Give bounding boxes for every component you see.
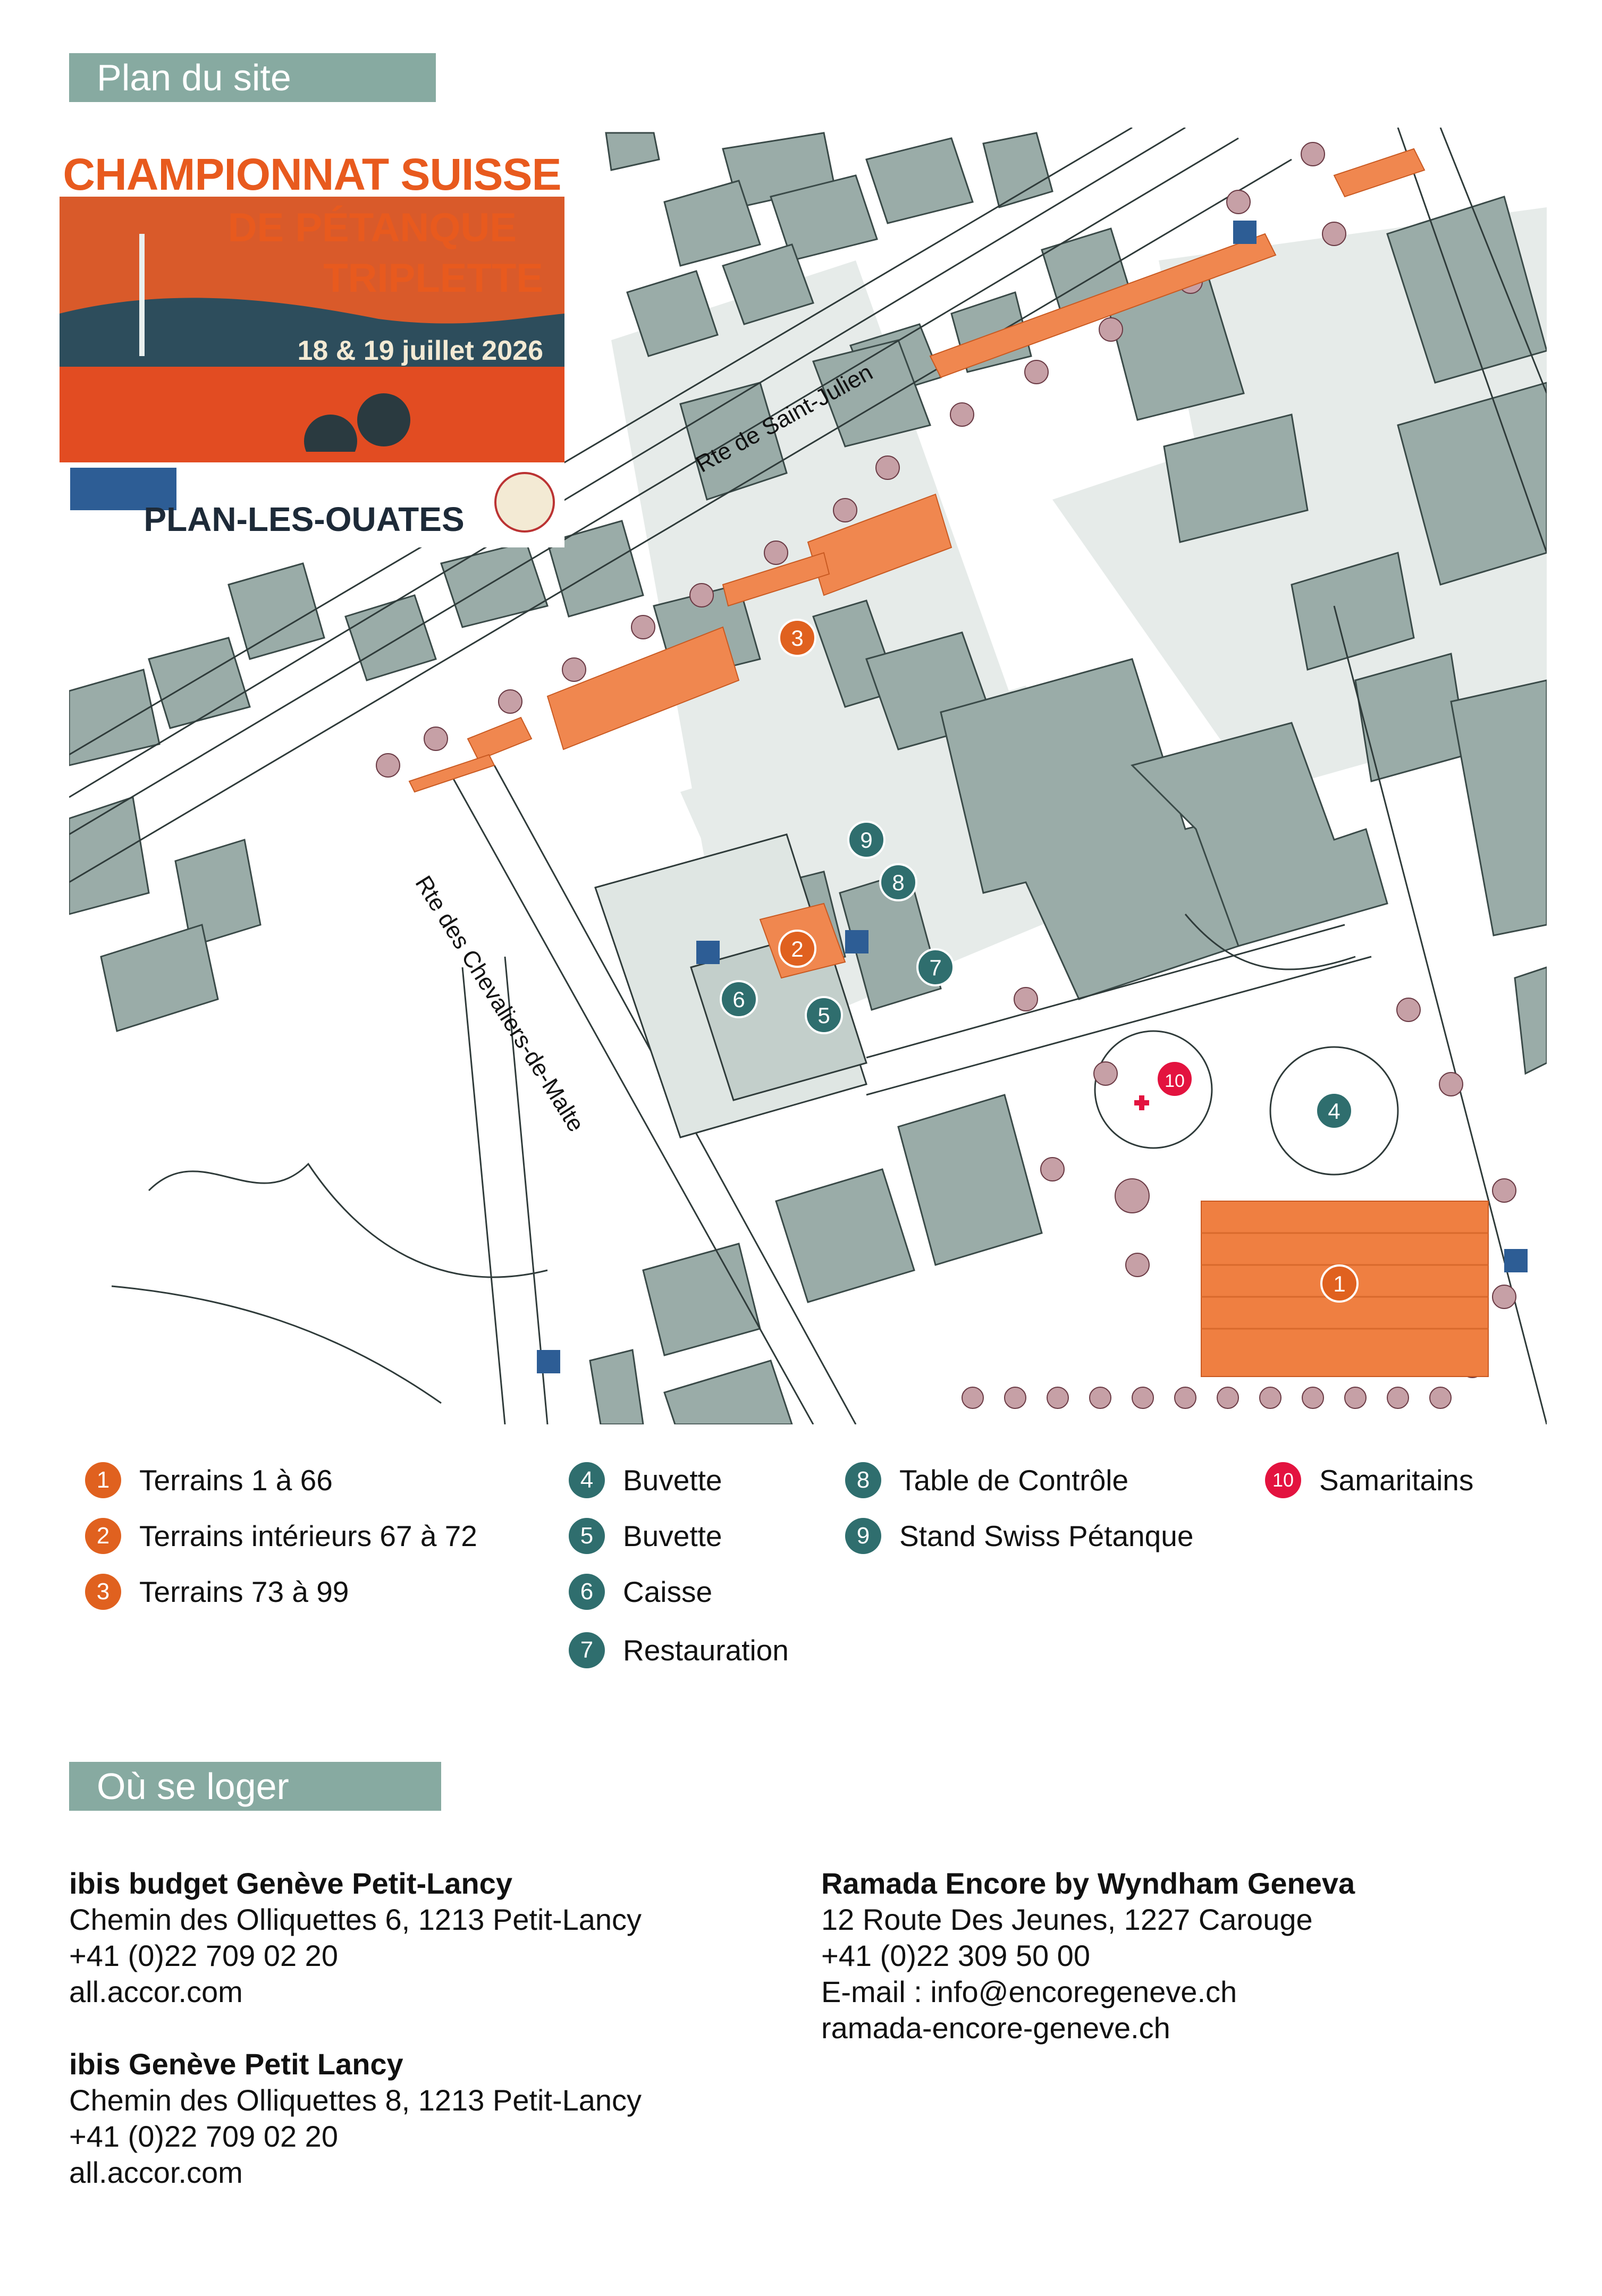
map-marker-circle [778, 930, 816, 968]
map-marker-number: 9 [860, 828, 872, 852]
map-marker-number: 8 [892, 870, 904, 895]
legend-label: Table de Contrôle [899, 1464, 1129, 1497]
legend-label: Buvette [623, 1520, 722, 1552]
legend-label: Buvette [623, 1464, 722, 1497]
legend-badge: 1 [85, 1462, 121, 1498]
hotel-name: ibis budget Genève Petit-Lancy [69, 1867, 512, 1900]
legend-item-5: 5 Buvette [569, 1512, 722, 1560]
poster-city: PLAN-LES-OUATES [144, 500, 465, 538]
legend-label: Restauration [623, 1634, 789, 1667]
map-trees [376, 142, 1516, 1409]
map-marker-circle [916, 948, 955, 986]
map-marker-number: 6 [732, 987, 745, 1012]
hotel-website-link[interactable]: all.accor.com [69, 1975, 243, 2008]
hotel-card-2: ibis Genève Petit Lancy Chemin des Olliq… [69, 2046, 642, 2191]
section-header-site-plan: Plan du site [69, 53, 436, 102]
map-marker-5[interactable]: 5 [805, 996, 843, 1034]
hotel-email-link[interactable]: E-mail : info@encoregeneve.ch [821, 1975, 1237, 2008]
legend-item-6: 6 Caisse [569, 1568, 712, 1616]
legend-label: Terrains intérieurs 67 à 72 [139, 1520, 477, 1552]
logo-plan-les-ouates [70, 468, 176, 510]
wc-icon [537, 221, 1528, 1373]
map-marker-7[interactable]: 7 [916, 948, 955, 986]
map-marker-number: 5 [817, 1003, 830, 1028]
legend-item-1: 1 Terrains 1 à 66 [85, 1456, 333, 1504]
map-marker-number: 7 [929, 955, 941, 980]
hotel-website-link[interactable]: ramada-encore-geneve.ch [821, 2011, 1170, 2045]
hotel-name: Ramada Encore by Wyndham Geneva [821, 1867, 1355, 1900]
hotel-address: 12 Route Des Jeunes, 1227 Carouge [821, 1903, 1313, 1936]
legend-badge: 7 [569, 1632, 605, 1668]
legend-badge: 9 [845, 1518, 881, 1554]
map-marker-number: 4 [1328, 1099, 1340, 1124]
legend-label: Samaritains [1319, 1464, 1474, 1497]
hotel-card-3: Ramada Encore by Wyndham Geneva 12 Route… [821, 1865, 1355, 2046]
map-marker-number: 10 [1165, 1071, 1185, 1091]
section-title: Plan du site [97, 57, 291, 98]
map-marker-1[interactable]: 1 [1320, 1264, 1359, 1303]
map-marker-number: 2 [791, 936, 803, 961]
legend-item-2: 2 Terrains intérieurs 67 à 72 [85, 1512, 477, 1560]
legend-item-8: 8 Table de Contrôle [845, 1456, 1128, 1504]
map-marker-circle [1315, 1092, 1353, 1130]
poster-title-line-3: TRIPLETTE [323, 256, 543, 301]
section-header-lodging: Où se loger [69, 1762, 441, 1811]
legend-badge: 6 [569, 1574, 605, 1610]
map-marker-circle [1320, 1264, 1359, 1303]
map-terrains [408, 148, 1489, 1377]
legend-badge: 10 [1265, 1462, 1301, 1498]
hotel-address: Chemin des Olliquettes 6, 1213 Petit-Lan… [69, 1903, 642, 1936]
legend-item-7: 7 Restauration [569, 1626, 789, 1674]
legend-badge: 5 [569, 1518, 605, 1554]
map-marker-4[interactable]: 4 [1315, 1092, 1353, 1130]
legend-item-4: 4 Buvette [569, 1456, 722, 1504]
map-marker-circle [847, 821, 886, 859]
poster-dates: 18 & 19 juillet 2026 [297, 335, 544, 366]
legend-badge: 8 [845, 1462, 881, 1498]
poster-title-line-1: CHAMPIONNAT SUISSE [63, 149, 561, 199]
map-marker-circle [805, 996, 843, 1034]
legend-item-3: 3 Terrains 73 à 99 [85, 1568, 349, 1616]
hotel-website-link[interactable]: all.accor.com [69, 2156, 243, 2189]
map-marker-circle [1156, 1060, 1194, 1098]
legend-label: Terrains 1 à 66 [139, 1464, 333, 1497]
hotel-address: Chemin des Olliquettes 8, 1213 Petit-Lan… [69, 2083, 642, 2117]
hotel-name: ibis Genève Petit Lancy [69, 2047, 403, 2081]
legend-item-9: 9 Stand Swiss Pétanque [845, 1512, 1193, 1560]
map-marker-3[interactable]: 3 [778, 619, 816, 657]
legend-label: Caisse [623, 1575, 713, 1608]
map-marker-circle [778, 619, 816, 657]
poster-title-line-2: DE PÉTANQUE [227, 205, 517, 250]
map-marker-number: 1 [1333, 1271, 1345, 1296]
poster-artwork [60, 197, 564, 547]
map-marker-6[interactable]: 6 [720, 980, 758, 1018]
legend-badge: 2 [85, 1518, 121, 1554]
map-streets [69, 128, 1547, 1424]
legend-label: Stand Swiss Pétanque [899, 1520, 1194, 1552]
legend-label: Terrains 73 à 99 [139, 1575, 349, 1608]
map-marker-10[interactable]: 10 [1156, 1060, 1194, 1098]
hotel-phone[interactable]: +41 (0)22 709 02 20 [69, 1939, 338, 1972]
event-poster: CHAMPIONNAT SUISSE DE PÉTANQUE TRIPLETTE… [60, 149, 564, 547]
hotel-card-1: ibis budget Genève Petit-Lancy Chemin de… [69, 1865, 642, 2010]
legend-item-10: 10 Samaritains [1265, 1456, 1473, 1504]
map-marker-8[interactable]: 8 [879, 863, 917, 901]
site-map[interactable]: Rte de Saint-Julien Rte des Chevaliers-d… [69, 128, 1547, 1424]
legend-badge: 4 [569, 1462, 605, 1498]
map-marker-circle [879, 863, 917, 901]
first-aid-cross-icon [1134, 1095, 1149, 1110]
section-title: Où se loger [97, 1766, 289, 1807]
hotel-phone[interactable]: +41 (0)22 709 02 20 [69, 2120, 338, 2153]
map-buildings [69, 132, 1547, 1424]
map-marker-2[interactable]: 2 [778, 930, 816, 968]
logo-acgp [494, 472, 555, 533]
map-marker-number: 3 [791, 626, 803, 651]
map-markers: 1 2 3 4 5 6 7 89 10 [720, 619, 1359, 1303]
map-marker-circle [720, 980, 758, 1018]
hotel-phone[interactable]: +41 (0)22 309 50 00 [821, 1939, 1090, 1972]
map-marker-9[interactable]: 9 [847, 821, 886, 859]
legend-badge: 3 [85, 1574, 121, 1610]
